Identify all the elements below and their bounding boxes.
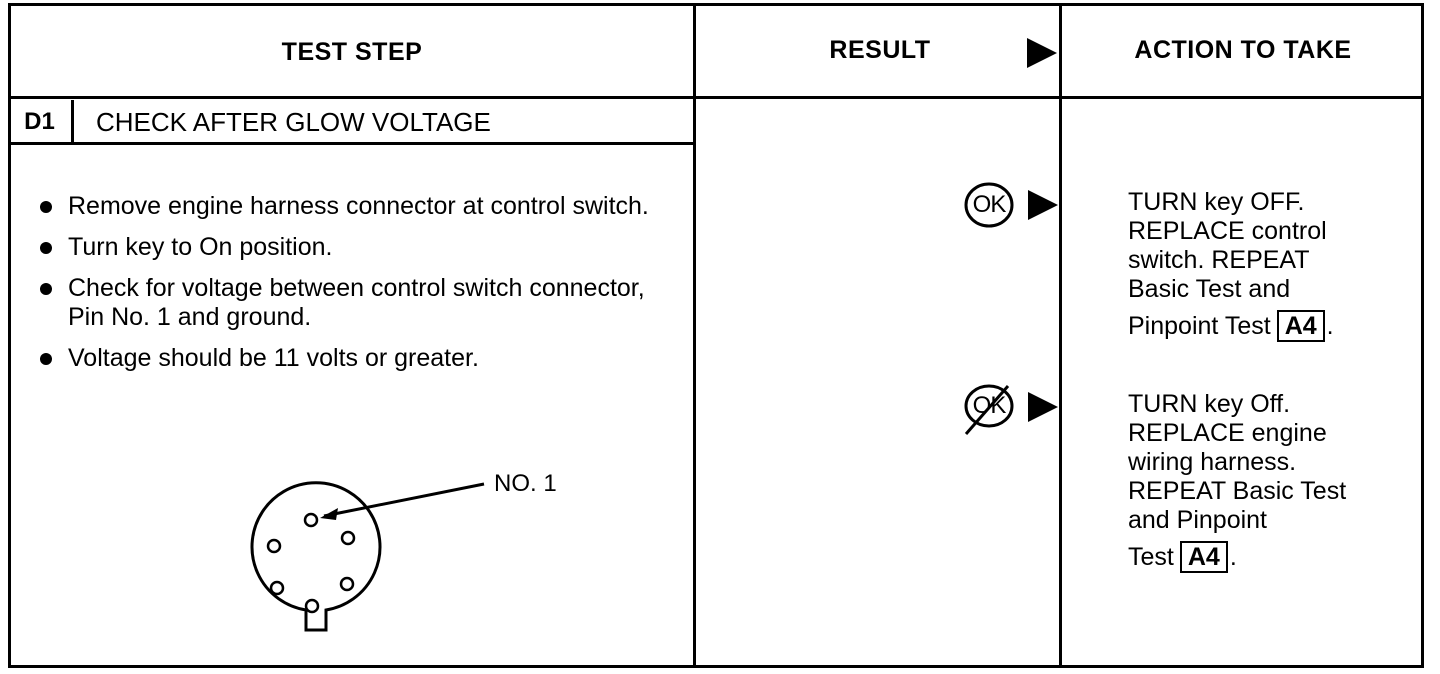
column-divider-2 — [1059, 3, 1062, 668]
list-item: Check for voltage between control switch… — [38, 274, 678, 332]
action-line: REPEAT Basic Test — [1128, 477, 1347, 505]
pin — [266, 538, 282, 554]
action-text: Pinpoint Test — [1128, 312, 1271, 340]
connector-outline — [250, 481, 382, 632]
header-divider — [8, 96, 1424, 99]
action-line: switch. REPEAT — [1128, 246, 1310, 274]
pin-1 — [303, 512, 319, 528]
not-ok-arrow-icon — [1028, 392, 1058, 422]
ok-arrow-icon — [1028, 190, 1058, 220]
ok-circle-icon — [964, 182, 1014, 228]
pinpoint-test-ref: A4 — [1276, 310, 1325, 342]
pin — [269, 580, 285, 596]
action-line: REPLACE control — [1128, 217, 1327, 245]
pin — [340, 530, 356, 546]
action-text: Test — [1128, 543, 1174, 571]
step-title-divider — [8, 142, 696, 145]
ok-label: OK — [972, 191, 1007, 218]
list-item: Turn key to On position. — [38, 233, 678, 262]
step-title: CHECK AFTER GLOW VOLTAGE — [96, 107, 491, 137]
action-line: TURN key Off. — [1128, 390, 1291, 418]
ok-result: OK — [964, 182, 1014, 228]
header-result: RESULT — [829, 36, 931, 64]
table-frame — [8, 3, 1424, 668]
header-test-step: TEST STEP — [281, 38, 423, 66]
step-instructions: Remove engine harness connector at contr… — [38, 192, 678, 385]
step-id: D1 — [8, 100, 74, 144]
not-ok-action: TURN key Off. REPLACE engine wiring harn… — [1128, 390, 1408, 573]
not-ok-result: OK — [964, 384, 1016, 436]
action-line: TURN key OFF. — [1128, 188, 1305, 216]
strike-through-icon — [964, 385, 1010, 435]
connector-diagram — [250, 481, 485, 632]
ok-action: TURN key OFF. REPLACE control switch. RE… — [1128, 188, 1408, 342]
action-suffix: . — [1229, 543, 1237, 571]
header-arrow-icon — [1027, 38, 1057, 68]
ok-circle-icon — [964, 384, 1014, 428]
action-line: REPLACE engine — [1128, 419, 1327, 447]
action-line: wiring harness. — [1128, 448, 1297, 476]
column-divider-1 — [693, 3, 696, 668]
list-item: Voltage should be 11 volts or greater. — [38, 344, 678, 373]
header-action: ACTION TO TAKE — [1134, 36, 1352, 64]
action-suffix: . — [1326, 312, 1334, 340]
action-line: and Pinpoint — [1128, 506, 1268, 534]
pin — [339, 576, 355, 592]
pin-leader-arrowhead — [320, 508, 338, 520]
list-item: Remove engine harness connector at contr… — [38, 192, 678, 221]
action-line: Basic Test and — [1128, 275, 1291, 303]
pin-leader-line — [323, 482, 485, 518]
pinpoint-test-ref: A4 — [1179, 541, 1228, 573]
pin-label: NO. 1 — [494, 470, 557, 497]
pin — [304, 598, 320, 614]
